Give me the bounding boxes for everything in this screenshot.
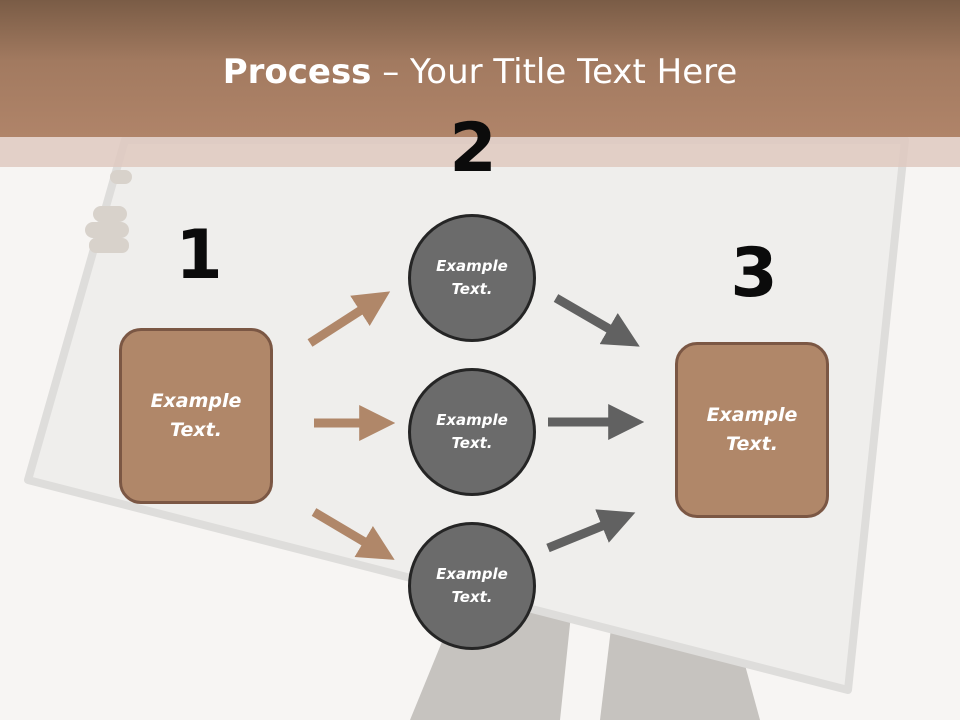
header-bar — [0, 0, 960, 137]
step-2-circle-bottom: Example Text. — [408, 522, 536, 650]
arrow-1-to-top — [307, 291, 391, 347]
step-2-text-top: Example Text. — [436, 257, 508, 298]
step-1-text: Example Text. — [150, 390, 242, 441]
step-1-box: Example Text. — [119, 328, 273, 504]
header-band — [0, 137, 960, 167]
title-bold: Process — [222, 52, 372, 92]
step-2-text-bottom: Example Text. — [436, 565, 508, 606]
arrow-top-to-3 — [553, 294, 640, 347]
step-2-circle-top: Example Text. — [408, 214, 536, 342]
hand-shape — [85, 170, 132, 253]
step-number-1: 1 — [175, 216, 223, 295]
step-3-text: Example Text. — [706, 404, 798, 455]
step-number-3: 3 — [730, 234, 778, 313]
page-title: Process – Your Title Text Here — [0, 52, 960, 92]
arrow-bottom-to-3 — [546, 509, 636, 553]
arrow-1-to-bottom — [311, 508, 395, 560]
step-2-circle-middle: Example Text. — [408, 368, 536, 496]
title-rest: – Your Title Text Here — [371, 52, 738, 92]
step-2-text-middle: Example Text. — [436, 411, 508, 452]
step-number-2: 2 — [449, 109, 497, 188]
step-3-box: Example Text. — [675, 342, 829, 518]
